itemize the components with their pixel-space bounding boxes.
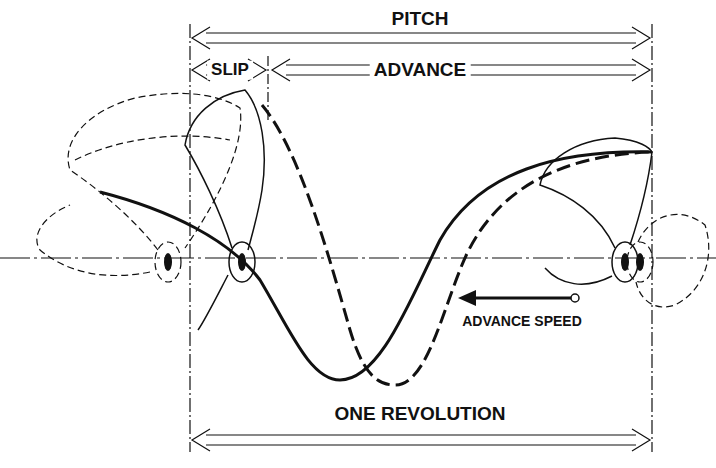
callout-label: ADVANCE SPEED [458, 314, 586, 329]
blade-tip-path [100, 152, 652, 380]
propeller-solid-left [185, 90, 264, 330]
advance-speed-arrow [458, 290, 579, 306]
dimension-label: PITCH [388, 9, 453, 30]
hub-bore [164, 253, 172, 271]
dimension-lines [0, 24, 716, 452]
dimension-label: ADVANCE [370, 60, 471, 81]
propeller-dashed-left [37, 93, 241, 282]
hub-bore [636, 253, 644, 271]
propeller-dashed-right [627, 214, 709, 307]
dimension-label: ONE REVOLUTION [330, 404, 509, 425]
dimension-label: SLIP [207, 61, 253, 80]
advance-path [262, 105, 652, 385]
